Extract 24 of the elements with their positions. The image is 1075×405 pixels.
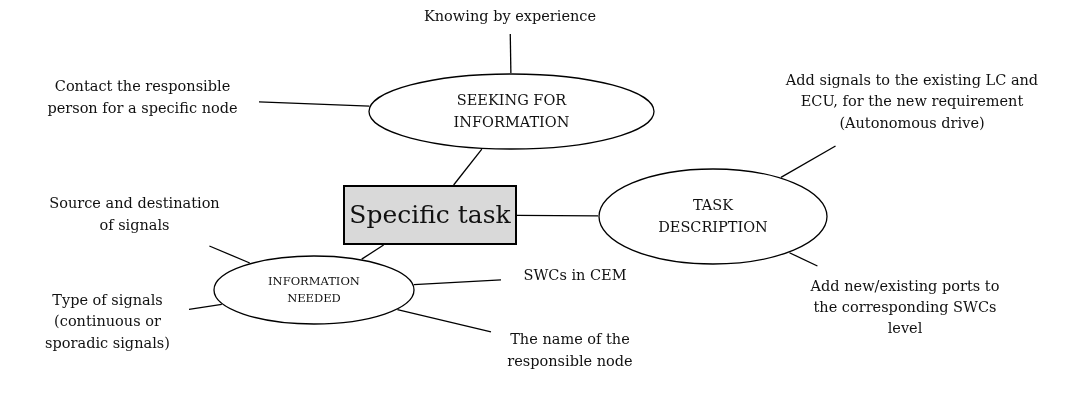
branch-text: Source and destination of signals — [48, 194, 221, 235]
branch-text: SWCs in CEM — [522, 266, 628, 286]
connector-line — [413, 279, 502, 286]
connector-line — [396, 309, 492, 333]
task-title: Specific task — [349, 200, 511, 230]
branch-text: Knowing by experience — [422, 7, 598, 27]
connector-line — [452, 148, 483, 186]
connector-line — [509, 33, 512, 74]
branch-text: Type of signals (continuous or sporadic signals) — [44, 291, 171, 353]
connector-line — [516, 214, 599, 217]
topic-label: TASK DESCRIPTION — [657, 195, 769, 237]
connector-line — [780, 145, 837, 179]
connector-line — [788, 252, 819, 267]
connector-line — [361, 244, 385, 260]
task-box — [343, 185, 517, 245]
topic-label: INFORMATION NEEDED — [267, 272, 361, 307]
connector-line — [258, 101, 371, 107]
connector-line — [188, 303, 223, 310]
branch-text: Contact the responsible person for a specific node — [46, 77, 239, 118]
branch-text: Add signals to the existing LC and ECU, for the new requirement (Autonomous drive) — [784, 71, 1040, 133]
connector-line — [208, 245, 251, 264]
branch-text: Add new/existing ports to the corresponding SWCs level — [809, 276, 1001, 338]
topic-label: SEEKING FOR INFORMATION — [452, 90, 571, 132]
branch-text: The name of the responsible node — [506, 330, 634, 371]
